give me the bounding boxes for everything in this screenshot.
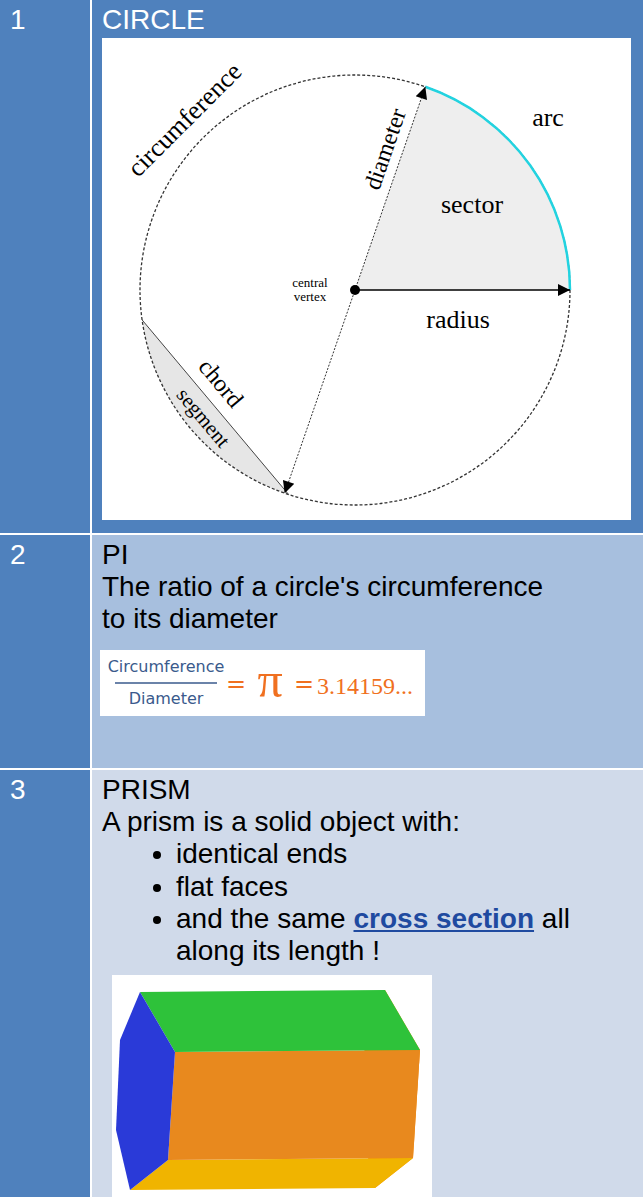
formula-symbol: π (257, 655, 282, 705)
cell-text: flat faces (176, 871, 288, 902)
text-block: A prism is a solid object with: (102, 806, 633, 838)
bullet-list: identical endsflat facesand the same cros… (102, 838, 633, 967)
cell-heading: 1 (10, 4, 26, 35)
prism-bottom-face (130, 1158, 413, 1190)
bullet-item: and the samecross sectionall along its l… (176, 903, 596, 967)
chord-line (142, 320, 289, 495)
part-name: sector (441, 192, 503, 218)
cell-text: The ratio of a circle's circumference to… (102, 571, 543, 634)
link-text: cross section (354, 903, 535, 934)
prism-end-face (116, 992, 175, 1190)
cell-text: and the same (176, 903, 346, 934)
formula-number: 3.14159... (317, 674, 413, 698)
figure-panel (102, 38, 631, 520)
sector-fill (355, 87, 570, 290)
cell-heading: CIRCLE (102, 4, 205, 35)
prism-top-face (140, 990, 420, 1052)
text-block: 3 (10, 774, 80, 806)
radius-line (355, 289, 570, 290)
cell-heading: PRISM (102, 774, 191, 805)
number-cell: 3 (0, 770, 90, 1197)
cell-heading: 3 (10, 774, 26, 805)
cell-text: A prism is a solid object with: (102, 806, 460, 837)
bullet-item: identical ends (176, 838, 633, 870)
number-cell: 2 (0, 535, 90, 768)
number-cell: 1 (0, 0, 90, 533)
text-block: 2 (10, 539, 80, 571)
fraction-bar (115, 682, 217, 684)
text-block: The ratio of a circle's circumference to… (102, 571, 557, 635)
text-block: CIRCLE (102, 4, 633, 36)
arc-stroke (425, 87, 570, 290)
figure-panel (112, 975, 432, 1197)
cell-heading: 2 (10, 539, 26, 570)
formula-panel (100, 650, 425, 716)
part-name: central vertex (282, 276, 338, 305)
bullet-item: flat faces (176, 871, 633, 903)
text-block: PI (102, 539, 633, 571)
cell-text: identical ends (176, 838, 347, 869)
formula-symbol: = (226, 672, 246, 696)
part-name: radius (426, 307, 490, 333)
formula-text: Diameter (129, 691, 204, 707)
text-block: 1 (10, 4, 80, 36)
formula-text: Circumference (108, 659, 225, 675)
part-name: arc (532, 105, 564, 131)
prism-front-face (168, 1050, 420, 1160)
cell-heading: PI (102, 539, 128, 570)
formula-symbol: = (294, 672, 314, 696)
text-block: PRISM (102, 774, 633, 806)
segment-fill (142, 320, 289, 495)
circle-outline (140, 75, 570, 505)
center-dot (350, 285, 360, 295)
